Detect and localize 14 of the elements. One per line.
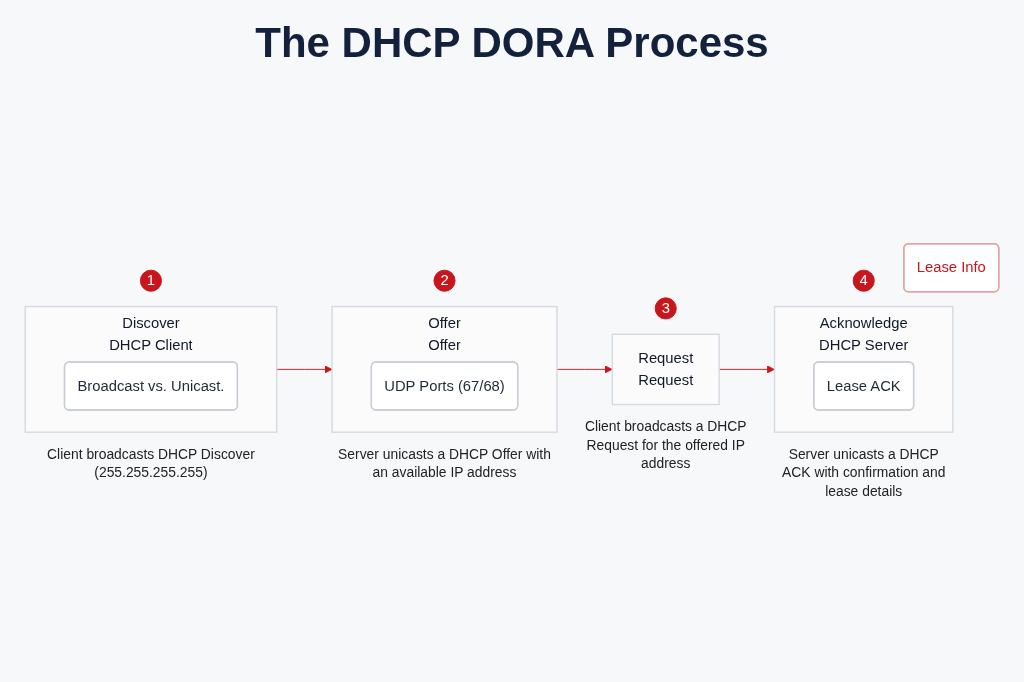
step-number-circle: 3 bbox=[654, 297, 677, 320]
callout-tag: Lease Info bbox=[903, 243, 1000, 293]
diagram-title: The DHCP DORA Process bbox=[255, 18, 769, 68]
speech-bubble: Broadcast vs. Unicast. bbox=[63, 361, 239, 411]
step-number-circle: 1 bbox=[139, 269, 162, 292]
step-panel: Request Request bbox=[611, 333, 720, 406]
step-description: Server unicasts a DHCP ACK with confirmation and lease details bbox=[781, 445, 947, 501]
step-number-circle: 4 bbox=[852, 269, 875, 292]
speech-bubble: UDP Ports (67/68) bbox=[370, 361, 519, 411]
step-number-circle: 2 bbox=[433, 269, 456, 292]
step-description: Client broadcasts a DHCP Request for the offered IP address bbox=[583, 417, 748, 473]
step-description: Client broadcasts DHCP Discover (255.255.255.255) bbox=[46, 445, 256, 483]
speech-bubble: Lease ACK bbox=[813, 361, 915, 411]
step-description: Server unicasts a DHCP Offer with an available IP address bbox=[337, 445, 552, 483]
